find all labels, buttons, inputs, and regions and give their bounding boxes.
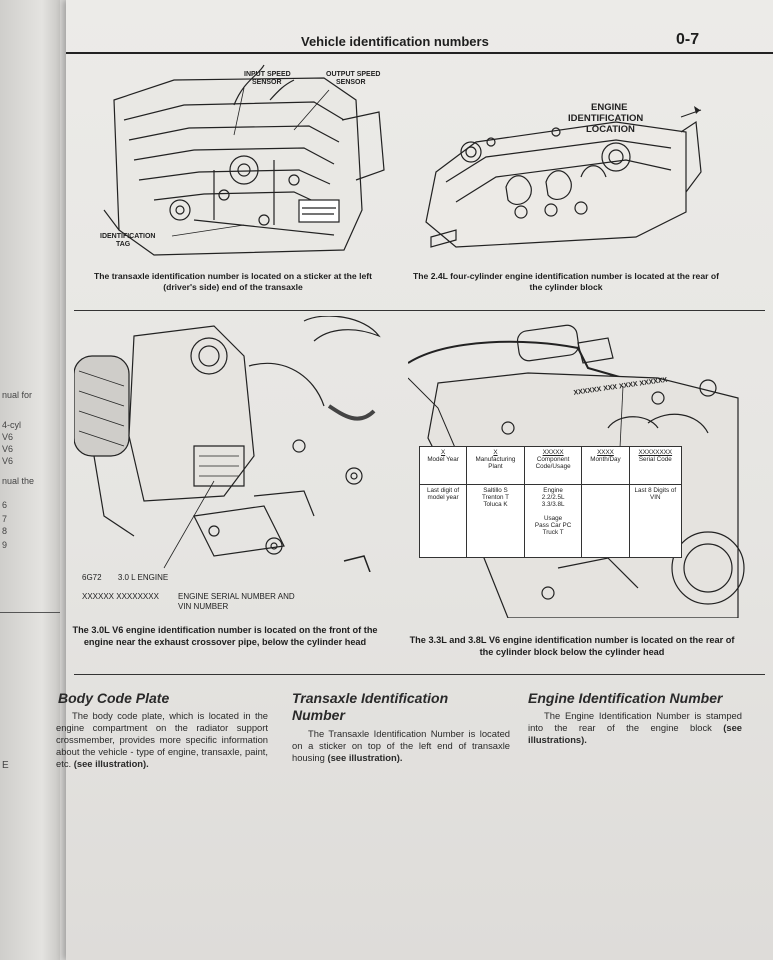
header-code: X — [493, 449, 498, 456]
input-sensor-label: INPUT SPEED SENSOR — [244, 71, 293, 86]
engine-30-drawing — [74, 316, 381, 572]
prev-fragment: V6 — [2, 456, 14, 466]
prev-fragment: 6 — [2, 500, 8, 510]
engine-code-30l: 3.0 L ENGINE — [117, 573, 169, 582]
header-label: Model Year — [427, 456, 459, 463]
transaxle-id-body: The Transaxle Identification Number is l… — [292, 728, 510, 763]
page-header: Vehicle identification numbers 0-7 — [66, 30, 773, 54]
transaxle-id-ref: (see illustration). — [327, 752, 403, 763]
table-cell: Saltillo S Trenton T Toluca K — [466, 484, 525, 558]
engine-33-caption: The 3.3L and 3.8L V6 engine identificati… — [409, 635, 735, 657]
manual-page: Vehicle identification numbers 0-7 — [56, 0, 773, 960]
prev-fragment: 9 — [2, 540, 8, 550]
engine-id-body: The Engine Identification Number is stam… — [528, 710, 742, 733]
engine-24-drawing: ENGINE IDENTIFICATION LOCATION — [425, 102, 702, 248]
header-code: X — [440, 449, 446, 456]
header-label: Serial Code — [638, 456, 672, 463]
prev-fragment: V6 — [2, 444, 14, 454]
table-header-cell: X Model Year — [418, 446, 468, 485]
engine-id-line1: ENGINE — [591, 102, 627, 113]
prev-divider — [0, 612, 60, 613]
engine-id-ref: (see illustrations). — [528, 722, 742, 745]
table-header-cell: X Manufacturing Plant — [466, 446, 525, 485]
engine-24-illustration: ENGINE IDENTIFICATION LOCATION — [416, 62, 706, 262]
engine-id-heading: Engine Identification Number — [528, 690, 723, 706]
engine-id-table: X Model Year X Manufacturing Plant XXXXX… — [418, 446, 683, 558]
input-sensor-line1: INPUT SPEED — [244, 71, 291, 78]
engine-id-text: The Engine Identification Number is stam… — [528, 710, 742, 746]
output-sensor-label: OUTPUT SPEED SENSOR — [326, 71, 382, 86]
body-code-plate-ref: (see illustration). — [73, 758, 149, 769]
table-cell: Last 8 Digits of VIN — [628, 484, 683, 558]
output-sensor-line2: SENSOR — [336, 79, 366, 86]
table-cell — [581, 484, 630, 558]
header-label: Month/Day — [590, 456, 621, 463]
engine-30-illustration — [74, 316, 384, 572]
engine-30-code-line: 6G72 3.0 L ENGINE — [82, 573, 168, 582]
table-header-cell: XXXXX Component Code/Usage — [523, 446, 583, 485]
prev-fragment: 8 — [2, 526, 8, 536]
table-header-cell: XXXX Month/Day — [581, 446, 630, 485]
engine-30-serial-codes: XXXXXX XXXXXXXX — [82, 592, 159, 601]
engine-24-caption: The 2.4L four-cylinder engine identifica… — [413, 271, 719, 292]
table-header-cell: XXXXXXXX Serial Code — [628, 446, 683, 485]
prev-fragment: E — [2, 760, 9, 771]
header-label: Manufacturing Plant — [475, 456, 516, 470]
table-cell: Last digit of model year — [418, 484, 468, 558]
section-divider — [74, 674, 765, 675]
prev-fragment: 7 — [2, 514, 8, 524]
prev-fragment: nual for — [2, 390, 33, 400]
prev-fragment: nual the — [2, 476, 35, 486]
transaxle-drawing: INPUT SPEED SENSOR OUTPUT SPEED SENSOR I… — [100, 64, 385, 256]
page-number: 0-7 — [676, 31, 700, 48]
transaxle-id-heading: Transaxle Identification Number — [292, 690, 449, 723]
body-code-plate-body: The body code plate, which is located in… — [56, 710, 268, 769]
engine-id-location-label: ENGINE IDENTIFICATION LOCATION — [568, 102, 646, 135]
table-header-row: X Model Year X Manufacturing Plant XXXXX… — [418, 446, 683, 485]
prev-fragment: 4-cyl — [2, 420, 22, 430]
transaxle-caption: The transaxle identification number is l… — [94, 271, 372, 292]
body-code-plate-text: The body code plate, which is located in… — [56, 710, 268, 770]
engine-id-line2: IDENTIFICATION — [568, 113, 643, 124]
transaxle-illustration: INPUT SPEED SENSOR OUTPUT SPEED SENSOR I… — [94, 60, 392, 266]
id-tag-line1: IDENTIFICATION — [100, 233, 155, 240]
figure-row-divider — [74, 310, 765, 311]
engine-30-caption: The 3.0L V6 engine identification number… — [72, 625, 378, 647]
identification-tag-label: IDENTIFICATION TAG — [100, 233, 157, 248]
header-code: XXXX — [597, 449, 614, 456]
transaxle-id-text: The Transaxle Identification Number is l… — [292, 728, 510, 764]
engine-id-line3: LOCATION — [586, 124, 635, 135]
header-label: Component Code/Usage — [535, 456, 571, 470]
prev-fragment: V6 — [2, 432, 14, 442]
engine-code-6g72: 6G72 — [82, 573, 102, 582]
header-code: XXXXX — [542, 449, 564, 456]
output-sensor-line1: OUTPUT SPEED — [326, 71, 380, 78]
previous-page-edge: nual for 4-cyl V6 V6 V6 nual the 6 7 8 9… — [0, 0, 60, 960]
input-sensor-line2: SENSOR — [252, 79, 282, 86]
table-cell: Engine 2.2/2.5L 3.3/3.8L Usage Pass Car … — [523, 484, 583, 558]
header-code: XXXXXXXX — [638, 449, 673, 456]
body-code-plate-heading: Body Code Plate — [58, 690, 170, 706]
engine-30-serial-label: ENGINE SERIAL NUMBER AND VIN NUMBER — [178, 592, 295, 611]
page-title: Vehicle identification numbers — [301, 34, 489, 49]
id-tag-line2: TAG — [116, 241, 131, 248]
table-data-row: Last digit of model year Saltillo S Tren… — [418, 484, 683, 558]
